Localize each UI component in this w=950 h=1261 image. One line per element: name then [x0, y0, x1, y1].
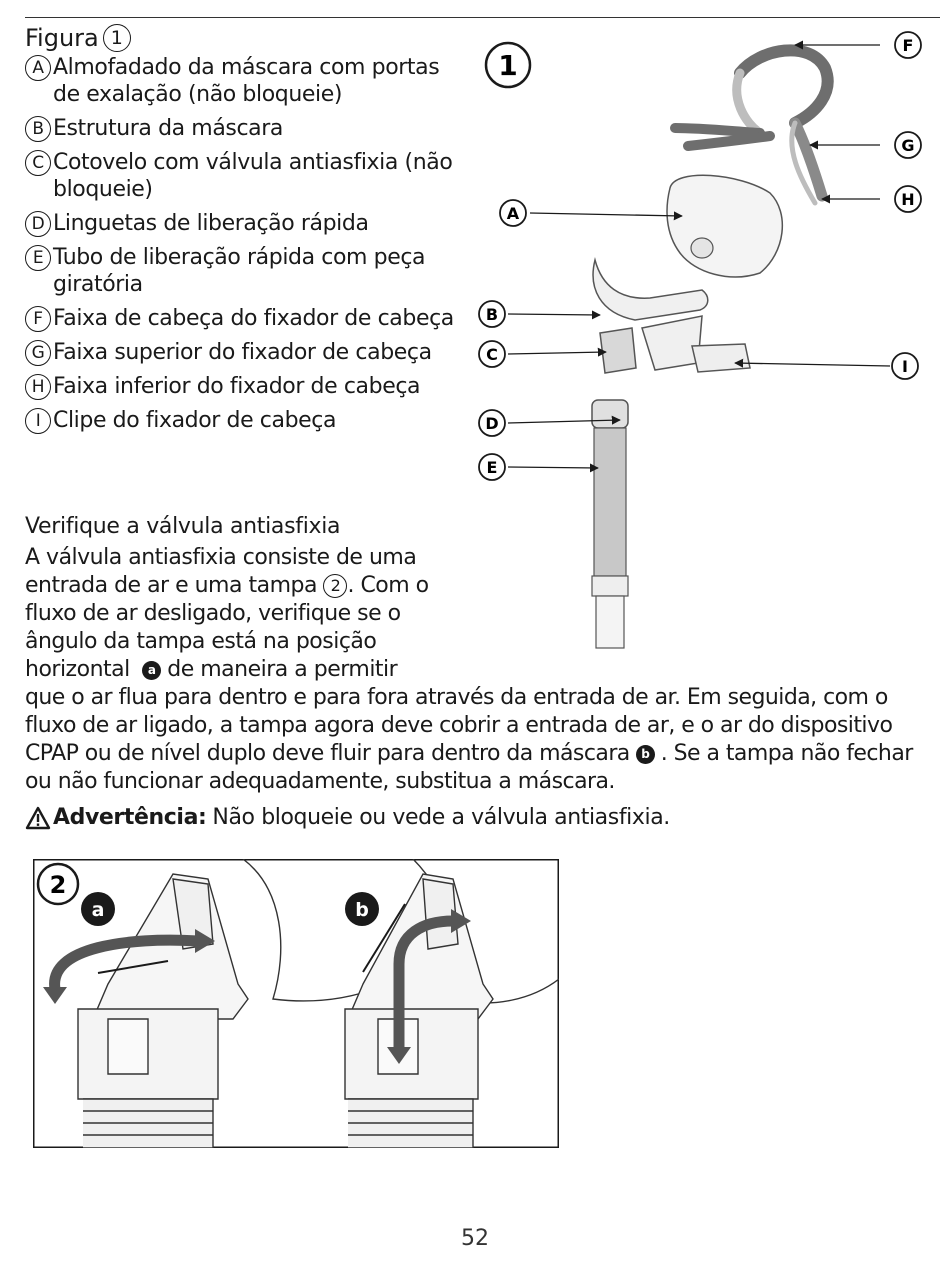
legend-text: Faixa superior do fixador de cabeça: [53, 340, 432, 365]
figure-ref-badge: 2: [323, 574, 348, 598]
legend-letter: D: [25, 211, 51, 237]
figure-title-text: Figura: [25, 24, 99, 52]
callout-badge-i: I: [891, 352, 919, 380]
legend-text: Almofadado da máscara com portas de exal…: [53, 55, 440, 107]
valve-diagram: 2 a b: [33, 859, 559, 1148]
svg-text:H: H: [901, 190, 914, 209]
legend-letter: G: [25, 340, 51, 366]
marker-b-icon: b: [635, 744, 655, 764]
warning-label: Advertência:: [53, 805, 207, 830]
top-rule: [25, 17, 940, 18]
svg-text:G: G: [901, 136, 914, 155]
callout-badge-e: E: [478, 453, 506, 481]
callout-badge-c: C: [478, 340, 506, 368]
marker-a-icon: a: [142, 660, 162, 680]
svg-text:F: F: [903, 36, 914, 55]
warning-triangle-icon: [25, 806, 51, 830]
page-number: 52: [461, 1226, 489, 1251]
callout-badge-d: D: [478, 409, 506, 437]
airflow-arrow-b: [387, 909, 471, 1064]
para-text: de maneira a permitir: [167, 657, 398, 682]
para-text: . Com o fluxo de ar desligado, verifique…: [25, 573, 429, 682]
callout-leaders: [507, 40, 891, 473]
valve-paragraph-bottom: que o ar flua para dentro e para fora at…: [25, 684, 930, 796]
tube-illustration: [591, 399, 629, 649]
clip-illustration: [691, 343, 751, 373]
svg-text:E: E: [487, 458, 498, 477]
svg-text:B: B: [486, 305, 498, 324]
valve-open-drawing: [344, 859, 559, 1148]
svg-text:1: 1: [498, 49, 517, 82]
figure-title: Figura 1: [25, 22, 131, 54]
airflow-arrow-a: [43, 929, 215, 1004]
legend-letter: A: [25, 55, 51, 81]
callout-badge-h: H: [894, 185, 922, 213]
legend-text: Faixa de cabeça do fixador de cabeça: [53, 306, 454, 331]
legend-text: Tubo de liberação rápida com peça girató…: [53, 245, 426, 297]
mask-exploded-diagram: 1 A B C D: [478, 31, 922, 649]
figure-number-badge: 1: [102, 24, 131, 52]
callout-badge-f: F: [894, 31, 922, 59]
callout-badge-g: G: [894, 131, 922, 159]
warning-text: Não bloqueie ou vede a válvula antiasfix…: [212, 805, 670, 830]
svg-text:C: C: [486, 345, 498, 364]
svg-text:a: a: [92, 899, 105, 921]
svg-text:A: A: [507, 204, 520, 223]
svg-text:I: I: [902, 357, 908, 376]
svg-text:2: 2: [50, 871, 67, 899]
legend-text: Estrutura da máscara: [53, 116, 283, 141]
legend-letter: E: [25, 245, 51, 271]
legend-letter: I: [25, 408, 51, 434]
svg-text:D: D: [485, 414, 498, 433]
para-text: A válvula antiasfixia consiste de uma en…: [25, 545, 417, 598]
legend-letter: F: [25, 306, 51, 332]
cushion-illustration: [666, 174, 783, 278]
valve-closed-drawing: [77, 859, 454, 1148]
headgear-illustration: [670, 44, 834, 206]
valve-paragraph-top: A válvula antiasfixia consiste de uma en…: [25, 544, 445, 684]
legend-letter: C: [25, 150, 51, 176]
para-text: que o ar flua para dentro e para fora at…: [25, 685, 893, 766]
callout-badges: A B C D E F G H I: [478, 31, 922, 481]
legend-text: Clipe do fixador de cabeça: [53, 408, 337, 433]
callout-badge-b: B: [478, 300, 506, 328]
figure2-number-badge: 2: [36, 862, 80, 906]
svg-text:b: b: [355, 899, 369, 921]
elbow-illustration: [599, 327, 637, 374]
label-a-icon: a: [81, 892, 115, 926]
para-text: . Se a tampa não fechar ou não funcionar…: [25, 741, 913, 794]
legend-letter: H: [25, 374, 51, 400]
warning-line: Advertência: Não bloqueie ou vede a válv…: [25, 803, 670, 833]
section-heading: Verifique a válvula antiasfixia: [25, 514, 341, 539]
legend-text: Cotovelo com válvula antiasfixia (não bl…: [53, 150, 453, 202]
label-b-icon: b: [345, 892, 379, 926]
legend-letter: B: [25, 116, 51, 142]
figure1-number-badge: 1: [484, 41, 532, 89]
legend-text: Linguetas de liberação rápida: [53, 211, 369, 236]
callout-badge-a: A: [499, 199, 527, 227]
legend-text: Faixa inferior do fixador de cabeça: [53, 374, 421, 399]
